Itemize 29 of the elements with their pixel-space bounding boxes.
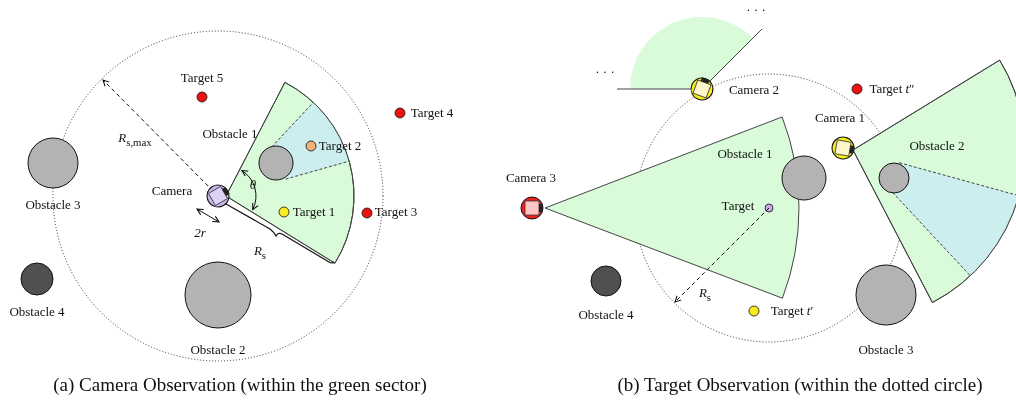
ellipsis: · · ·: [746, 2, 766, 18]
obstacle-label: Obstacle 1: [717, 146, 773, 162]
obstacle-label: Obstacle 3: [25, 197, 81, 213]
obstacle-label: Obstacle 2: [190, 342, 246, 358]
camera-label: Camera 2: [728, 82, 780, 98]
target-label: Target 4: [410, 105, 454, 121]
math-symbol: R$_{s,max}$: [118, 131, 152, 149]
math-symbol: R$_{s}$: [698, 286, 712, 304]
target-label: Target 3: [374, 204, 418, 220]
target-label: Target t′: [770, 303, 814, 319]
obstacle-label: Obstacle 4: [9, 304, 65, 320]
obstacle-label: Obstacle 4: [578, 307, 634, 323]
math-symbol: 2r: [194, 225, 206, 241]
obstacle-label: Obstacle 3: [858, 342, 914, 358]
math-symbol: R$_{s}$: [253, 244, 267, 262]
subcaption: (b) Target Observation (within the dotted circle): [617, 374, 983, 396]
subcaption: (a) Camera Observation (within the green sector): [53, 374, 427, 396]
target-label: Target 5: [180, 70, 224, 86]
target-label: Target 1: [292, 204, 336, 220]
target-label: Target: [721, 198, 755, 214]
obstacle-label: Obstacle 1: [202, 126, 258, 142]
math-symbol: θ: [249, 177, 257, 193]
camera-label: Camera 1: [814, 110, 866, 126]
target-label: Target 2: [318, 138, 362, 154]
target-label: Target t″: [869, 81, 915, 97]
ellipsis: · · ·: [595, 64, 615, 80]
obstacle-label: Obstacle 2: [909, 138, 965, 154]
camera-label: Camera 3: [505, 170, 557, 186]
camera-label: Camera: [151, 183, 193, 199]
